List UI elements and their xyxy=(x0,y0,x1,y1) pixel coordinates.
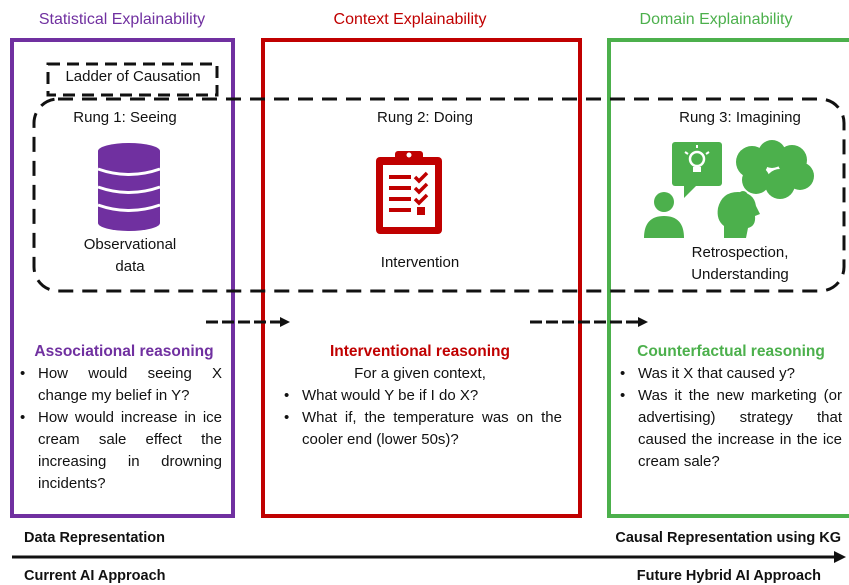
ladder-of-causation-label: Ladder of Causation xyxy=(65,68,201,85)
current-ai-approach-label: Current AI Approach xyxy=(24,568,166,584)
observational-data-line-1: Observational xyxy=(83,236,177,253)
context-frame xyxy=(261,38,582,518)
retrospection-line-2: Understanding xyxy=(691,266,789,283)
thinking-people-icon xyxy=(644,140,814,238)
counterfactual-bullet-1: Was it X that caused y? xyxy=(616,363,842,385)
interventional-bullet-list: What would Y be if I do X? What if, the … xyxy=(280,385,562,451)
associational-bullet-1: How would seeing X change my belief in Y… xyxy=(16,363,222,407)
counterfactual-reasoning-title: Counterfactual reasoning xyxy=(637,343,825,360)
associational-bullet-2: How would increase in ice cream sale eff… xyxy=(16,407,222,495)
interventional-bullet-1: What would Y be if I do X? xyxy=(280,385,562,407)
future-hybrid-ai-approach-label: Future Hybrid AI Approach xyxy=(636,568,821,584)
interventional-reasoning-title: Interventional reasoning xyxy=(329,343,510,360)
associational-bullet-list: How would seeing X change my belief in Y… xyxy=(16,363,222,495)
data-representation-label: Data Representation xyxy=(24,530,166,546)
intervention-label: Intervention xyxy=(380,254,460,271)
domain-explainability-title: Domain Explainability xyxy=(639,11,793,28)
interventional-bullet-2: What if, the temperature was on the cool… xyxy=(280,407,562,451)
counterfactual-bullet-list: Was it X that caused y? Was it the new m… xyxy=(616,363,842,473)
rung-2-title: Rung 2: Doing xyxy=(377,109,473,126)
rung-3-title: Rung 3: Imagining xyxy=(679,109,801,126)
rung-1-title: Rung 1: Seeing xyxy=(73,109,177,126)
associational-reasoning-title: Associational reasoning xyxy=(34,343,214,360)
statistical-explainability-title: Statistical Explainability xyxy=(38,11,206,28)
context-explainability-title: Context Explainability xyxy=(333,11,487,28)
causal-representation-label: Causal Representation using KG xyxy=(615,530,841,546)
observational-data-line-2: data xyxy=(115,258,145,275)
interventional-intro: For a given context, xyxy=(354,365,486,382)
counterfactual-bullet-2: Was it the new marketing (or advertising… xyxy=(616,385,842,473)
clipboard-checklist-icon xyxy=(376,151,442,234)
database-icon xyxy=(97,143,161,231)
domain-frame xyxy=(607,38,849,518)
retrospection-line-1: Retrospection, xyxy=(691,244,789,261)
statistical-frame xyxy=(10,38,235,518)
